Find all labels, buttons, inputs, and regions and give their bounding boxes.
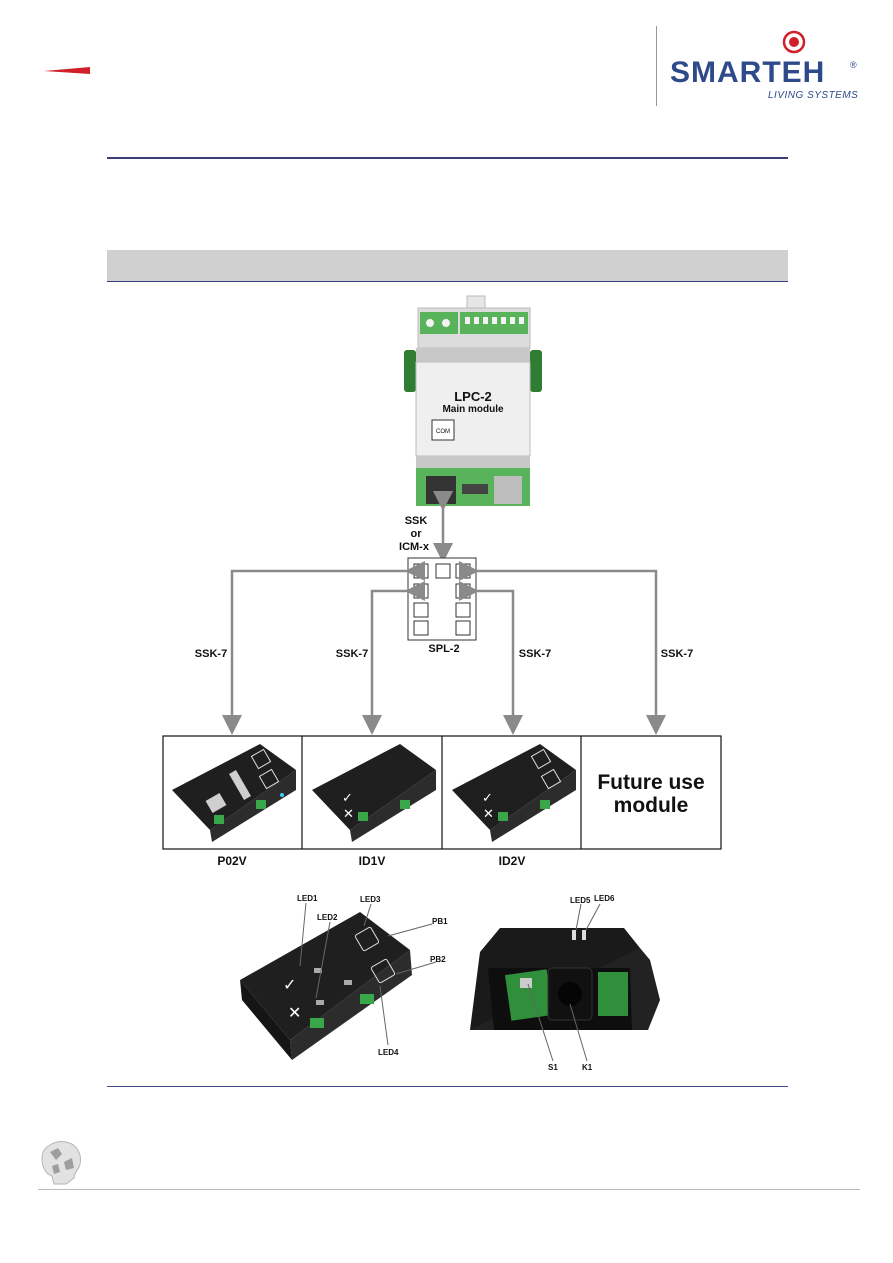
detail-front-device: ✓ ✕ <box>240 912 412 1060</box>
svg-text:✓: ✓ <box>283 977 296 994</box>
footer-rule-lower <box>38 1189 860 1190</box>
svg-text:✕: ✕ <box>343 806 354 821</box>
cable-label-4: SSK-7 <box>661 648 693 660</box>
label-led3: LED3 <box>360 895 381 904</box>
cable-p02v <box>222 561 425 735</box>
logo-tagline: LIVING SYSTEMS <box>768 90 859 101</box>
p02v-device <box>172 744 296 842</box>
cable-label-3: SSK-7 <box>519 648 551 660</box>
logo-registered-mark: ® <box>850 60 857 70</box>
id1v-label: ID1V <box>359 854 386 868</box>
link-label-or: or <box>411 528 423 540</box>
svg-text:✕: ✕ <box>288 1005 301 1022</box>
link-label-ssk: SSK <box>405 515 428 527</box>
cable-label-2: SSK-7 <box>336 648 368 660</box>
future-module-line1: Future use <box>597 771 704 794</box>
globe-head-icon <box>41 1141 81 1185</box>
logo-dot-icon <box>782 30 806 54</box>
link-label-icm: ICM-x <box>399 541 430 553</box>
spl2-label: SPL-2 <box>428 643 459 655</box>
spl2-splitter <box>407 557 477 641</box>
company-logo: SMARTEH ® LIVING SYSTEMS <box>668 30 864 102</box>
label-led6: LED6 <box>594 894 615 903</box>
label-led1: LED1 <box>297 894 318 903</box>
label-led4: LED4 <box>378 1048 399 1057</box>
lpc2-module <box>404 295 542 506</box>
cable-future <box>459 561 666 735</box>
header-rule <box>107 157 788 159</box>
label-led5: LED5 <box>570 896 591 905</box>
svg-text:✕: ✕ <box>483 806 494 821</box>
p02v-label: P02V <box>217 854 246 868</box>
svg-text:✓: ✓ <box>482 790 493 805</box>
label-pb2: PB2 <box>430 955 446 964</box>
lpc2-title: LPC-2 <box>454 389 492 404</box>
id2v-device: ✓ ✕ <box>452 744 576 842</box>
cable-id2v <box>459 581 523 735</box>
future-module-line2: module <box>614 794 689 817</box>
com-port-label: COM <box>436 429 450 435</box>
detail-back-device <box>470 928 660 1030</box>
red-accent-mark <box>44 62 92 80</box>
id1v-device: ✓ ✕ <box>312 744 436 842</box>
svg-text:✓: ✓ <box>342 790 353 805</box>
lpc2-subtitle: Main module <box>442 404 504 415</box>
header-divider <box>656 26 657 106</box>
section-band <box>107 250 788 282</box>
label-led2: LED2 <box>317 913 338 922</box>
cable-label-1: SSK-7 <box>195 648 227 660</box>
footer-rule-upper <box>107 1086 788 1087</box>
label-s1: S1 <box>548 1063 558 1072</box>
cable-id1v <box>362 581 425 735</box>
logo-wordmark: SMARTEH <box>670 56 826 89</box>
label-pb1: PB1 <box>432 917 448 926</box>
label-k1: K1 <box>582 1063 593 1072</box>
id2v-label: ID2V <box>499 854 526 868</box>
